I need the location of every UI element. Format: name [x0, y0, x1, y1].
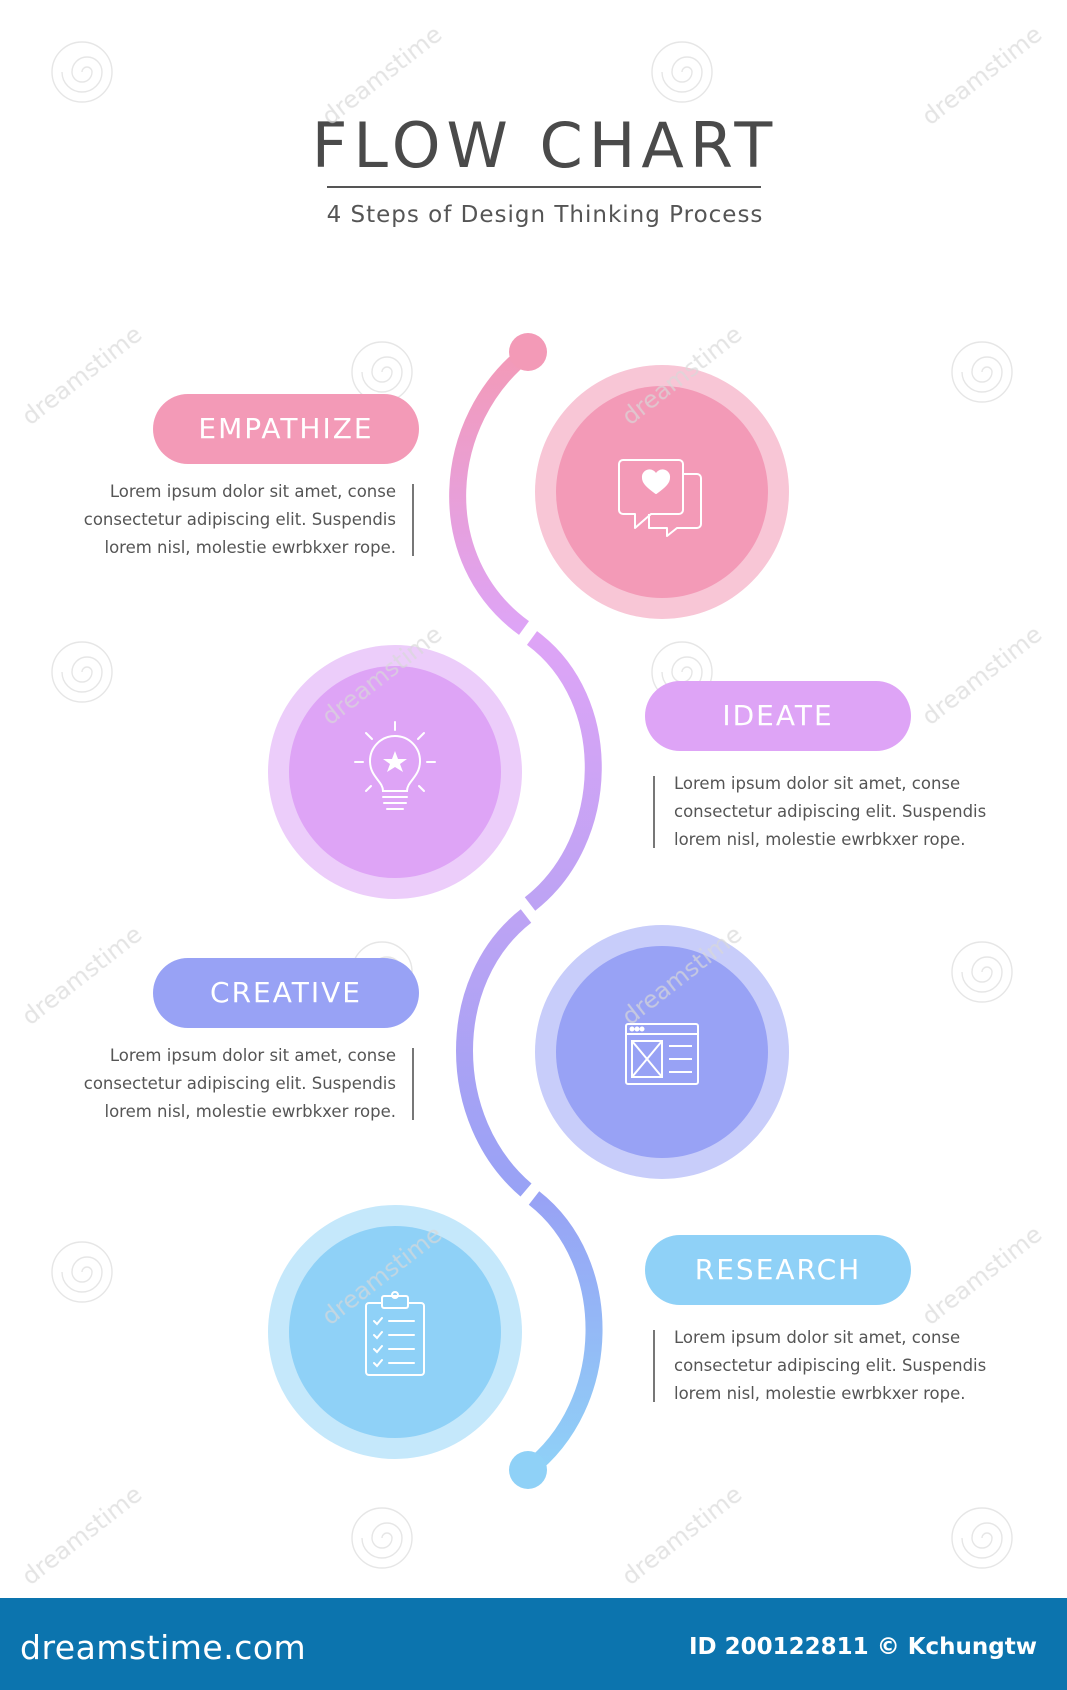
step-4-description: Lorem ipsum dolor sit amet, conse consec… — [674, 1328, 987, 1403]
watermark-logo — [951, 941, 1013, 1003]
footer-bar — [0, 1598, 1067, 1690]
watermark-logo — [351, 1507, 413, 1569]
step-3-divider — [412, 1048, 414, 1120]
connector-start-dot — [509, 333, 547, 371]
watermark-logo — [651, 41, 713, 103]
speech-bubble-heart-icon — [618, 459, 702, 537]
page-title: FLOW CHART — [311, 109, 779, 182]
step-2-divider — [653, 776, 655, 848]
step-3-description: Lorem ipsum dolor sit amet, conse consec… — [83, 1046, 396, 1121]
watermark-text: dreamstime — [916, 20, 1047, 131]
watermark-text: dreamstime — [16, 320, 147, 431]
connector-segment-2 — [524, 631, 602, 911]
step-1-disc — [556, 386, 768, 598]
watermark-logo — [51, 41, 113, 103]
watermark-text: dreamstime — [916, 1220, 1047, 1331]
step-circle-ideate — [268, 645, 522, 899]
page-subtitle: 4 Steps of Design Thinking Process — [326, 202, 764, 228]
step-1-description: Lorem ipsum dolor sit amet, conse consec… — [83, 482, 396, 557]
watermark-logo — [951, 341, 1013, 403]
step-2-label-pill: IDEATE — [645, 681, 911, 751]
step-circle-research — [268, 1205, 522, 1459]
step-4-divider — [653, 1330, 655, 1402]
watermark-text: dreamstime — [16, 1480, 147, 1591]
connector-end-dot — [509, 1451, 547, 1489]
step-circle-empathize — [535, 365, 789, 619]
watermark-logo — [351, 341, 413, 403]
step-2-description: Lorem ipsum dolor sit amet, conse consec… — [674, 774, 987, 849]
watermark-logo — [51, 1241, 113, 1303]
watermark-logo — [951, 1507, 1013, 1569]
connector-segment-3 — [456, 909, 532, 1197]
title-underline — [327, 186, 761, 188]
step-4-disc — [289, 1226, 501, 1438]
flow-diagram: dreamstime dreamstime dreamstime dreamst… — [16, 20, 1047, 1591]
connector-segment-1 — [449, 345, 534, 635]
step-4-label-pill: RESEARCH — [645, 1235, 911, 1305]
lightbulb-star-icon — [354, 721, 436, 810]
clipboard-checklist-icon — [365, 1291, 425, 1376]
step-2-disc — [289, 666, 501, 878]
watermark-text: dreamstime — [616, 1480, 747, 1591]
step-3-label-pill: CREATIVE — [153, 958, 419, 1028]
step-1-label-pill: EMPATHIZE — [153, 394, 419, 464]
step-1-divider — [412, 484, 414, 556]
watermark-text: dreamstime — [316, 20, 447, 131]
watermark-logo — [51, 641, 113, 703]
connector-segment-4 — [522, 1191, 603, 1477]
watermark-text: dreamstime — [916, 620, 1047, 731]
footer-image-id: ID 200122811 © Kchungtw — [689, 1634, 1037, 1660]
footer-logo[interactable]: dreamstime.com — [20, 1628, 307, 1667]
watermark-text: dreamstime — [16, 920, 147, 1031]
wireframe-window-icon — [625, 1023, 699, 1085]
